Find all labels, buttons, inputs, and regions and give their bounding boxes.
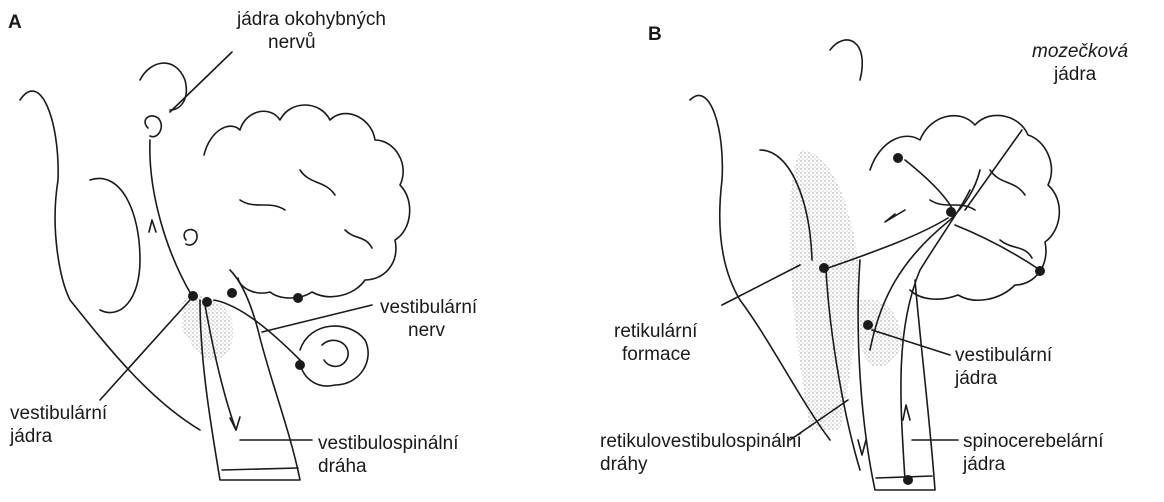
label-cerebellar-nuclei: mozečková jádra [1032, 40, 1128, 86]
label-line: jádra [963, 453, 1103, 476]
brainstem-tube-end-a [222, 468, 298, 470]
label-line: retikulovestibulospinální [600, 430, 802, 453]
label-vestibular-nerve: vestibulární nerv [380, 296, 477, 342]
label-reticular-formation: retikulární formace [614, 320, 697, 366]
leader-vestibular-nuclei-a [100, 300, 190, 400]
nucleus-dot [188, 291, 198, 301]
label-line: vestibulární [380, 296, 477, 319]
cerebellum-folia-a [240, 170, 372, 248]
tract-cerebellar-nuclei [905, 160, 955, 215]
nucleus-dot [819, 263, 829, 273]
label-line: vestibulární [955, 344, 1052, 367]
nucleus-dot [903, 475, 913, 485]
label-line: jádra [10, 425, 107, 448]
leader-cerebellar-nuclei [965, 130, 1022, 210]
panel-letter-a: A [8, 12, 22, 34]
ascending-fiber-a [150, 140, 192, 296]
label-vestibular-nuclei-b: vestibulární jádra [955, 344, 1052, 390]
label-oculomotor-nuclei: jádra okohybných nervů [237, 8, 386, 54]
label-line: mozečková [1032, 40, 1128, 63]
label-line: dráhy [600, 453, 802, 476]
label-line: jádra [955, 367, 1052, 390]
label-line: nerv [380, 319, 477, 342]
nucleus-dot [202, 297, 212, 307]
midbrain-bulge-a [90, 178, 140, 312]
oculomotor-loop-lower [184, 230, 197, 246]
nucleus-dot [863, 320, 873, 330]
label-line: nervů [237, 31, 386, 54]
label-line: vestibulospinální [318, 432, 458, 455]
nucleus-dot [946, 207, 956, 217]
leader-oculomotor [170, 52, 232, 112]
label-vestibular-nuclei-a: vestibulární jádra [10, 402, 107, 448]
nucleus-dot [295, 360, 305, 370]
label-line: jádra [1032, 63, 1128, 86]
nucleus-dot [1035, 266, 1045, 276]
label-line: dráha [318, 455, 458, 478]
leader-vestibular-nerve [262, 305, 372, 332]
cerebellum-a [204, 105, 410, 298]
label-line: retikulární [614, 320, 697, 343]
ascending-arrow-a [149, 220, 156, 232]
label-spinocerebellar-nuclei: spinocerebelární jádra [963, 430, 1103, 476]
panel-letter-b: B [648, 24, 662, 46]
brainstem-tube-b [858, 260, 935, 490]
forebrain-outline-a [20, 91, 200, 430]
cerebellum-folia-b [930, 170, 1032, 258]
label-line: spinocerebelární [963, 430, 1103, 453]
label-reticulovestibulospinal-tracts: retikulovestibulospinální dráhy [600, 430, 802, 476]
label-line: jádra okohybných [237, 8, 386, 31]
leader-reticular-formation [722, 265, 800, 305]
label-line: vestibulární [10, 402, 107, 425]
labyrinth-a [300, 326, 368, 386]
oculomotor-loop-upper [145, 116, 161, 137]
nucleus-dot [293, 293, 303, 303]
tract-cerebellar-right [955, 225, 1040, 270]
arrow-down-b [858, 440, 866, 455]
cortex-arch-b [830, 40, 862, 80]
nucleus-dot [893, 153, 903, 163]
panel-b-drawing [690, 40, 1059, 490]
cerebellum-b [870, 115, 1059, 300]
arrow-up-b [903, 405, 910, 420]
labyrinth-inner-a [322, 340, 348, 366]
label-vestibulospinal-tract: vestibulospinální dráha [318, 432, 458, 478]
arrow-left-b [885, 210, 905, 222]
label-line: formace [614, 343, 697, 366]
nucleus-dot [227, 288, 237, 298]
